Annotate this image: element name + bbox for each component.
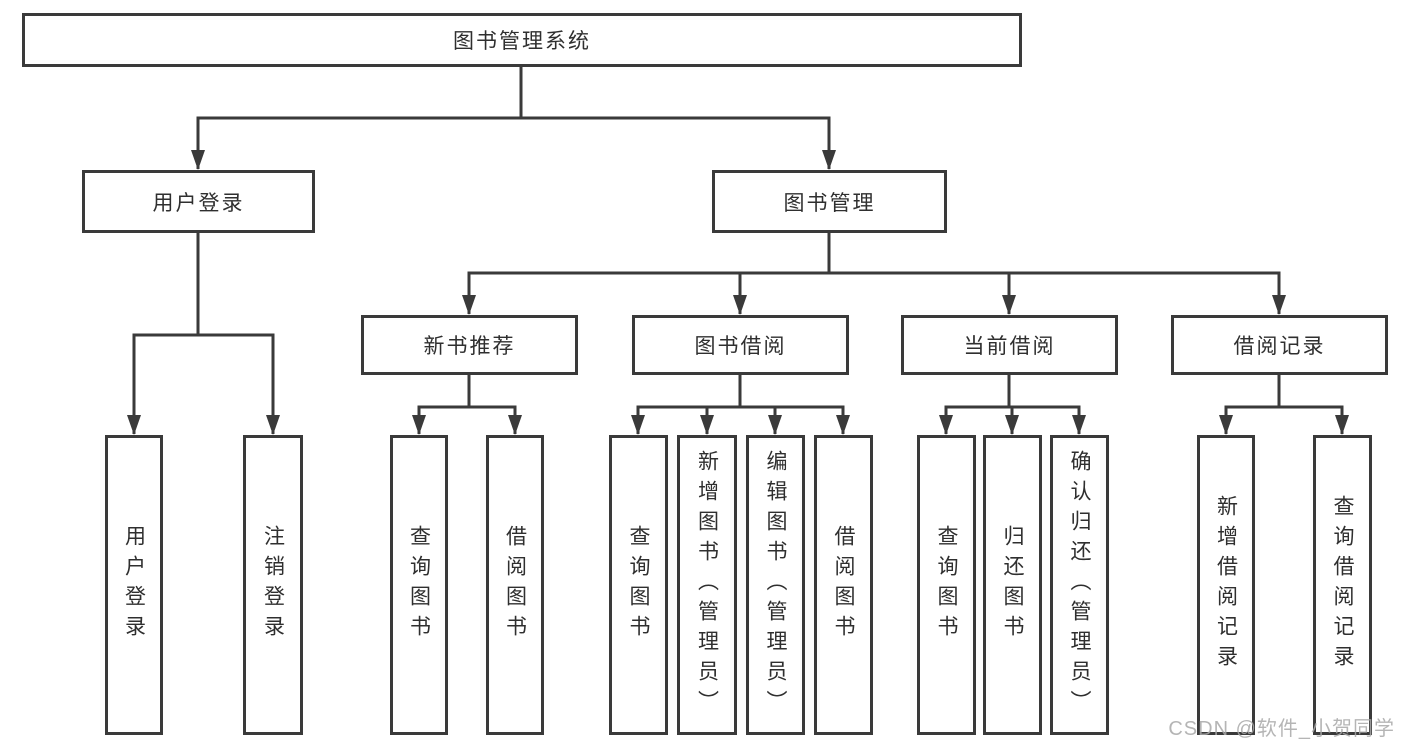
leaf-borrow-books-recommend: 借阅图书: [486, 435, 544, 735]
leaf-label: 用户登录: [122, 525, 146, 645]
leaf-label: 新增借阅记录: [1214, 495, 1238, 675]
node-library-management-system: 图书管理系统: [22, 13, 1022, 67]
leaf-edit-books-admin: 编辑图书（管理员）: [746, 435, 805, 735]
leaf-query-books-current: 查询图书: [917, 435, 976, 735]
leaf-query-borrowing-record: 查询借阅记录: [1313, 435, 1372, 735]
leaf-add-books-admin: 新增图书（管理员）: [677, 435, 737, 735]
node-user-login: 用户登录: [82, 170, 315, 233]
leaf-return-books: 归还图书: [983, 435, 1042, 735]
leaf-borrow-books: 借阅图书: [814, 435, 873, 735]
node-book-management: 图书管理: [712, 170, 947, 233]
leaf-label: 查询图书: [627, 525, 650, 645]
leaf-label: 借阅图书: [832, 525, 855, 645]
leaf-label: 查询借阅记录: [1331, 495, 1354, 675]
node-new-book-recommendation: 新书推荐: [361, 315, 578, 375]
leaf-label: 新增图书（管理员）: [695, 450, 719, 720]
node-current-borrowing: 当前借阅: [901, 315, 1118, 375]
leaf-label: 查询图书: [935, 525, 958, 645]
leaf-confirm-return-admin: 确认归还（管理员）: [1050, 435, 1109, 735]
leaf-label: 确认归还（管理员）: [1068, 450, 1091, 720]
leaf-label: 编辑图书（管理员）: [764, 450, 787, 720]
leaf-logout: 注销登录: [243, 435, 303, 735]
node-borrowing-records: 借阅记录: [1171, 315, 1388, 375]
node-book-borrowing: 图书借阅: [632, 315, 849, 375]
leaf-user-login: 用户登录: [105, 435, 163, 735]
leaf-label: 借阅图书: [503, 525, 527, 645]
leaf-add-borrowing-record: 新增借阅记录: [1197, 435, 1255, 735]
leaf-query-books-borrowing: 查询图书: [609, 435, 668, 735]
leaf-query-books-recommend: 查询图书: [390, 435, 448, 735]
leaf-label: 注销登录: [261, 525, 285, 645]
leaf-label: 归还图书: [1001, 525, 1024, 645]
leaf-label: 查询图书: [407, 525, 431, 645]
